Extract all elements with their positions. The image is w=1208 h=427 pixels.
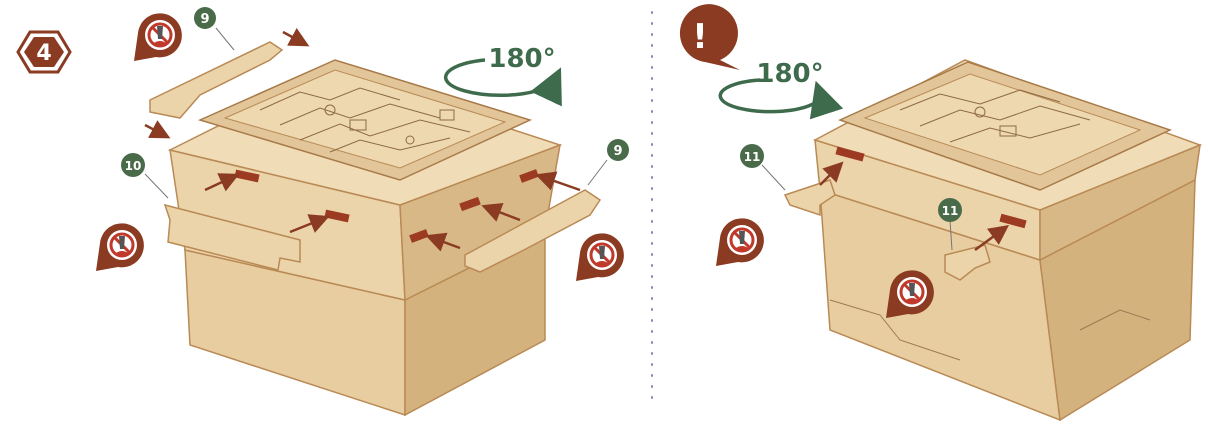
no-glue-icon (132, 11, 184, 63)
svg-text:11: 11 (744, 150, 761, 164)
no-glue-icon (574, 231, 626, 283)
rotation-label-left: 180° (488, 44, 555, 74)
svg-text:10: 10 (125, 159, 142, 173)
rotation-label-right: 180° (756, 59, 823, 89)
svg-text:9: 9 (613, 144, 622, 159)
box-right (783, 59, 1203, 422)
part-label-11-a: 11 (740, 144, 786, 191)
part-label-10: 10 (121, 153, 169, 199)
step-badge: 4 (16, 30, 72, 74)
svg-text:9: 9 (200, 12, 209, 27)
warning-symbol: ! (692, 17, 708, 57)
svg-text:11: 11 (942, 204, 959, 218)
part-label-9-top: 9 (194, 7, 235, 51)
part-label-9-right: 9 (587, 139, 629, 186)
rotate-180-right: 180° (718, 59, 844, 120)
rotate-180-left: 180° (443, 44, 562, 107)
warning-bubble: ! (679, 4, 740, 71)
no-glue-icon (714, 216, 766, 268)
box-left (144, 28, 602, 417)
part-10-piece (163, 203, 301, 271)
part-label-11-b: 11 (938, 198, 962, 251)
step-number: 4 (36, 41, 51, 66)
rotate-180-arrow-icon (443, 58, 562, 107)
part-11-center-piece (944, 244, 991, 281)
part-9-top-piece (149, 41, 284, 119)
no-glue-icon (94, 221, 146, 273)
part-9-right-piece (464, 189, 602, 273)
exclamation-speech-bubble-icon (679, 4, 740, 71)
